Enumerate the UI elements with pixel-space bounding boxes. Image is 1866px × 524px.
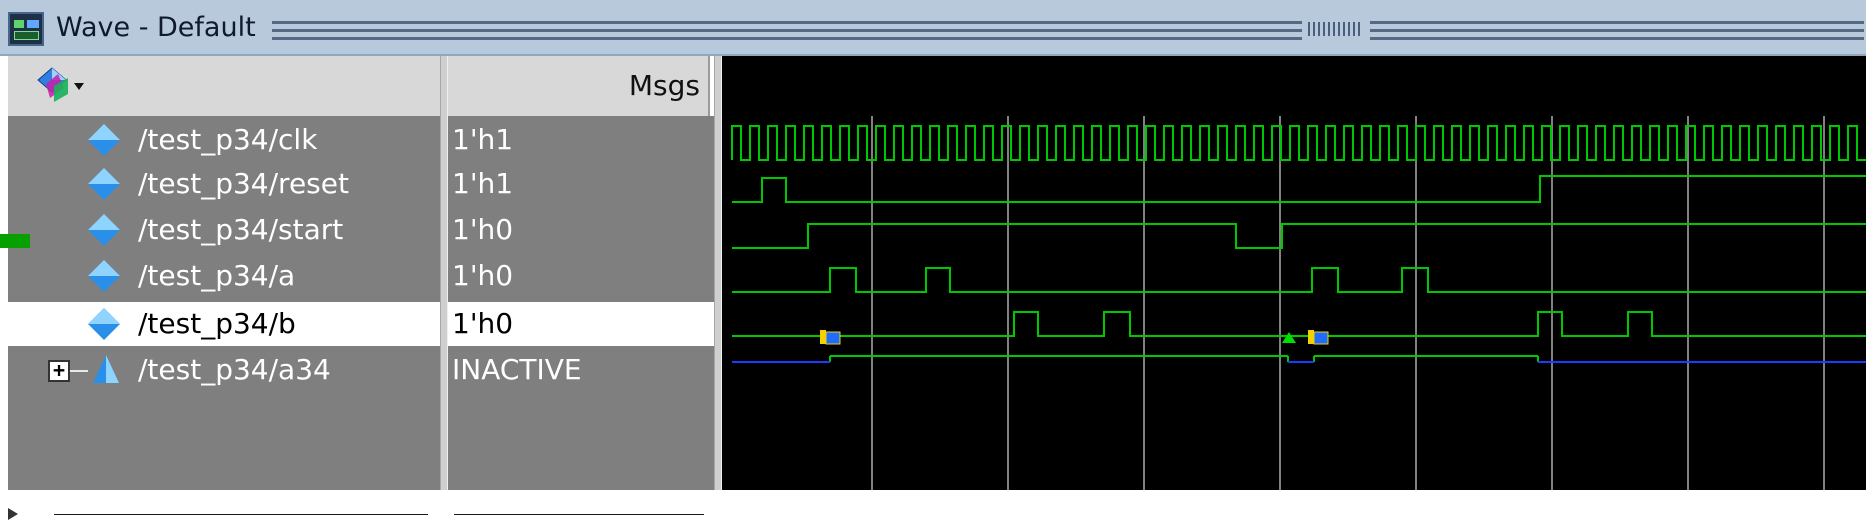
row-separator xyxy=(54,514,428,515)
wave-window-icon xyxy=(8,12,44,46)
signal-names-header xyxy=(8,56,444,116)
title-grip-line xyxy=(272,29,1302,32)
signal-names-panel: /test_p34/clk /test_p34/reset /test_p34/… xyxy=(8,116,440,520)
wave-header-row: Msgs xyxy=(0,56,1866,116)
diamond-signal-icon xyxy=(88,214,120,246)
marker-green-triangle xyxy=(1282,332,1296,343)
tree-connector xyxy=(70,370,88,372)
marker-yellow-stripe xyxy=(1308,330,1314,344)
signal-row-a[interactable]: /test_p34/a xyxy=(8,254,440,298)
signal-row-b[interactable]: /test_p34/b xyxy=(8,302,440,346)
signal-name: /test_p34/a34 xyxy=(138,353,331,386)
title-grip-line xyxy=(1370,21,1864,24)
waveform-canvas xyxy=(731,116,1866,490)
value-row: 1'h0 xyxy=(448,208,714,252)
marker-yellow-stripe xyxy=(820,330,826,344)
title-grip-line xyxy=(1370,29,1864,32)
expand-plus-icon[interactable]: + xyxy=(48,360,70,382)
signal-value: 1'h1 xyxy=(452,167,514,200)
signal-value: 1'h1 xyxy=(452,123,514,156)
signal-row-start[interactable]: /test_p34/start xyxy=(8,208,440,252)
marker-blue-box xyxy=(1313,331,1329,345)
signal-value: 1'h0 xyxy=(452,307,514,340)
diamond-signal-icon xyxy=(88,168,120,200)
b-wave xyxy=(732,311,1866,337)
signal-value: 1'h0 xyxy=(452,259,514,292)
signal-value: INACTIVE xyxy=(452,353,582,386)
drag-handle-icon[interactable] xyxy=(1308,22,1362,36)
active-cursor-marker[interactable] xyxy=(0,234,30,248)
values-wave-splitter[interactable] xyxy=(714,56,722,490)
signal-row-a34[interactable]: + /test_p34/a34 xyxy=(8,348,440,392)
names-values-splitter[interactable] xyxy=(440,56,448,490)
msgs-column-header[interactable]: Msgs xyxy=(448,56,710,116)
diamond-signal-icon xyxy=(88,308,120,340)
state-markers xyxy=(820,330,1329,345)
signal-name: /test_p34/reset xyxy=(138,167,349,200)
signal-name: /test_p34/start xyxy=(138,213,344,246)
wave-time-header xyxy=(722,56,1866,116)
title-grip-line xyxy=(272,37,1302,40)
signal-value: 1'h0 xyxy=(452,213,514,246)
a-wave xyxy=(732,267,1866,293)
value-row: INACTIVE xyxy=(448,348,714,392)
start-wave xyxy=(732,223,1866,249)
title-grip-line xyxy=(1370,37,1864,40)
diamond-signal-icon xyxy=(88,260,120,292)
clk-wave xyxy=(731,125,1866,161)
signal-name: /test_p34/clk xyxy=(138,123,318,156)
window-title-bar[interactable]: Wave - Default xyxy=(0,0,1866,56)
waveform-panel[interactable] xyxy=(722,116,1866,490)
title-grip-line xyxy=(272,21,1302,24)
row-pointer-icon xyxy=(8,508,18,520)
triangle-fsm-icon xyxy=(93,355,119,383)
signal-name: /test_p34/b xyxy=(138,307,296,340)
signal-values-panel: 1'h1 1'h1 1'h0 1'h0 1'h0 INACTIVE xyxy=(448,116,714,515)
marker-blue-box xyxy=(825,331,841,345)
signal-sort-icon[interactable] xyxy=(34,66,86,104)
signal-name: /test_p34/a xyxy=(138,259,296,292)
signal-row-clk[interactable]: /test_p34/clk xyxy=(8,118,440,162)
signal-row-reset[interactable]: /test_p34/reset xyxy=(8,162,440,206)
value-row: 1'h0 xyxy=(448,302,714,346)
diamond-signal-icon xyxy=(88,124,120,156)
value-row: 1'h1 xyxy=(448,118,714,162)
reset-wave xyxy=(732,175,1866,203)
value-row: 1'h1 xyxy=(448,162,714,206)
window-title: Wave - Default xyxy=(56,12,256,43)
row-separator xyxy=(454,514,704,515)
value-row: 1'h0 xyxy=(448,254,714,298)
gridlines xyxy=(871,116,1825,490)
